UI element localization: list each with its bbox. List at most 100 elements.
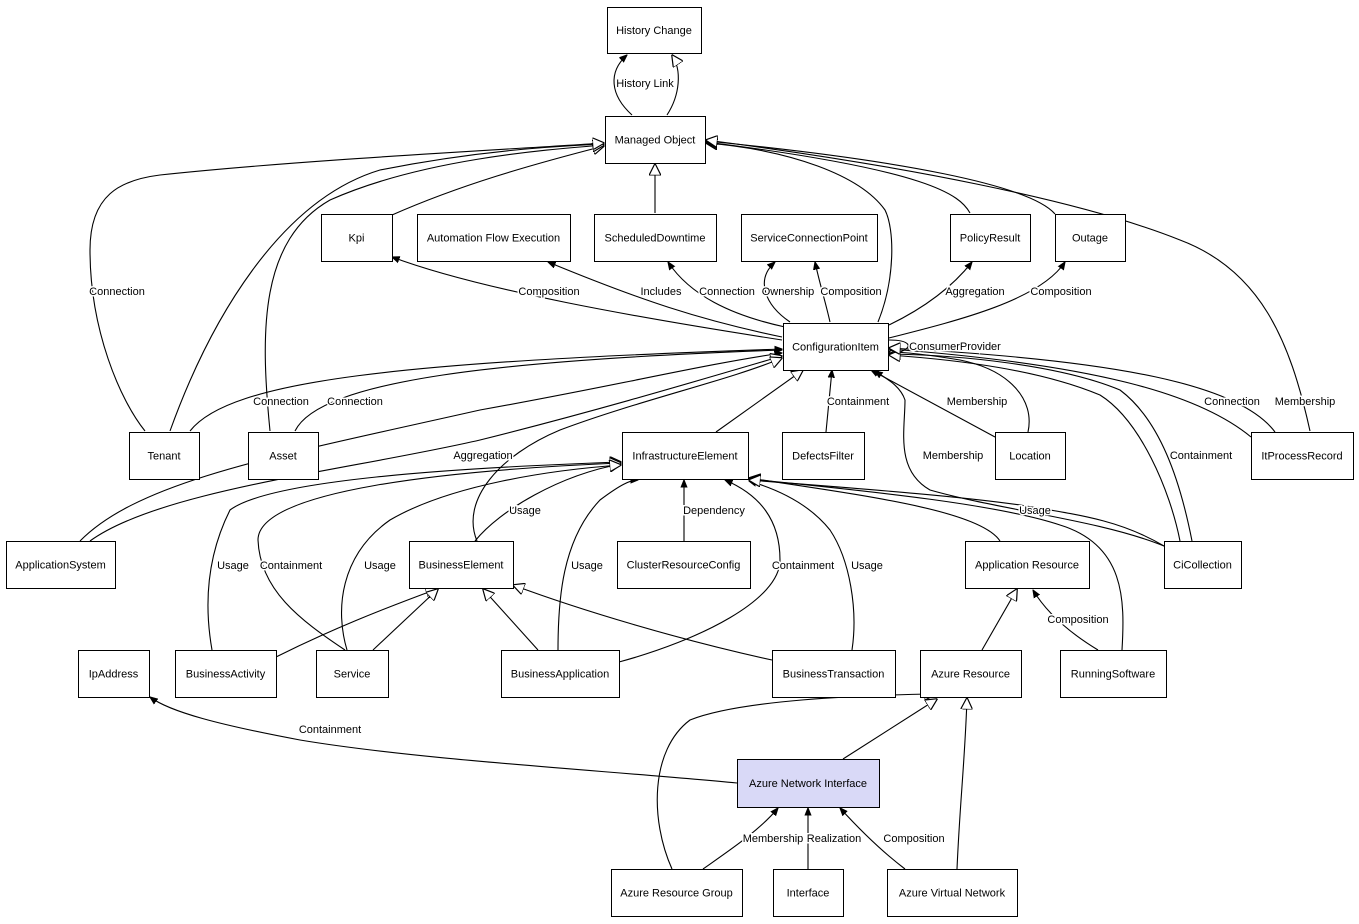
edge-e-itp-ci-conn xyxy=(889,349,1252,438)
node-label: IpAddress xyxy=(89,669,139,681)
node-configuration-item[interactable]: ConfigurationItem xyxy=(783,323,889,371)
node-application-system[interactable]: ApplicationSystem xyxy=(6,541,116,589)
node-box xyxy=(611,869,743,917)
edge-e-cic-ci-mem xyxy=(875,371,1165,547)
edge-line xyxy=(89,356,782,542)
edge-label: History Link xyxy=(616,78,674,90)
edge-label: Realization xyxy=(807,833,861,845)
edge-label: ConsumerProvider xyxy=(909,341,1001,353)
node-business-activity[interactable]: BusinessActivity xyxy=(175,650,277,698)
node-label: History Change xyxy=(616,25,692,37)
edge-line xyxy=(372,589,438,651)
edge-e-ci-pr xyxy=(888,262,972,326)
edge-e-ba-ie xyxy=(207,462,621,651)
edge-line xyxy=(888,262,972,326)
edge-line xyxy=(889,352,1030,433)
edge-label: Usage xyxy=(217,560,249,572)
edge-label: Membership xyxy=(1275,396,1336,408)
edge-e-rs-ar xyxy=(1033,590,1099,651)
edge-e-history-link xyxy=(613,55,633,116)
edge-e-tenant-inh xyxy=(169,144,604,432)
edge-line xyxy=(875,371,1165,547)
edge-line xyxy=(889,348,1276,433)
edge-line xyxy=(483,589,539,651)
node-policy-result[interactable]: PolicyResult xyxy=(950,214,1031,262)
node-tenant[interactable]: Tenant xyxy=(129,432,200,480)
node-azure-resource[interactable]: Azure Resource xyxy=(920,650,1022,698)
edge-e-asset-ci xyxy=(294,350,782,432)
edge-line xyxy=(889,354,1193,542)
node-business-element[interactable]: BusinessElement xyxy=(409,541,514,589)
edge-e-outage-inh xyxy=(706,141,1056,215)
edge-line xyxy=(706,141,1056,215)
edge-e-bt-be xyxy=(513,585,773,661)
node-history-change[interactable]: History Change xyxy=(607,7,702,54)
node-label: ConfigurationItem xyxy=(792,342,879,354)
edge-label: Usage xyxy=(851,560,883,572)
node-kpi[interactable]: Kpi xyxy=(321,214,393,262)
node-label: Outage xyxy=(1072,233,1108,245)
edge-e-bapp-be xyxy=(483,589,539,651)
node-location[interactable]: Location xyxy=(995,432,1066,480)
edge-line xyxy=(294,350,782,432)
node-infrastructure-element[interactable]: InfrastructureElement xyxy=(622,432,749,480)
node-asset[interactable]: Asset xyxy=(248,432,319,480)
node-service-connection-point[interactable]: ServiceConnectionPoint xyxy=(741,214,878,262)
node-interface[interactable]: Interface xyxy=(773,869,844,917)
node-box xyxy=(6,541,116,589)
node-box xyxy=(622,432,749,480)
node-box xyxy=(783,323,889,371)
node-box xyxy=(782,432,865,480)
node-ip-address[interactable]: IpAddress xyxy=(78,650,150,698)
edge-line xyxy=(89,143,604,432)
edge-label: Usage xyxy=(571,560,603,572)
edge-e-ci-kpi xyxy=(392,257,783,341)
node-business-application[interactable]: BusinessApplication xyxy=(501,650,620,698)
edge-label: Composition xyxy=(1030,286,1091,298)
edge-line xyxy=(264,145,604,432)
node-box xyxy=(965,541,1090,589)
node-outage[interactable]: Outage xyxy=(1055,214,1126,262)
node-defects-filter[interactable]: DefectsFilter xyxy=(782,432,865,480)
node-box xyxy=(887,869,1018,917)
edge-e-cic-ie xyxy=(749,480,1165,547)
node-service[interactable]: Service xyxy=(316,650,389,698)
node-ci-collection[interactable]: CiCollection xyxy=(1164,541,1242,589)
edge-line xyxy=(889,355,1181,542)
edge-label: Composition xyxy=(518,286,579,298)
edge-e-df-ci xyxy=(825,370,832,433)
edge-e-kpi-inh xyxy=(391,146,604,216)
node-box xyxy=(605,116,706,164)
edge-line xyxy=(1033,590,1099,651)
edge-e-tenant-conn-mo xyxy=(89,143,604,432)
edge-e-ci-inh xyxy=(706,143,893,323)
edge-line xyxy=(715,370,803,433)
edge-line xyxy=(189,349,782,432)
node-label: InfrastructureElement xyxy=(632,451,737,463)
edge-e-pr-inh xyxy=(706,142,971,214)
node-managed-object[interactable]: Managed Object xyxy=(605,116,706,164)
edge-line xyxy=(666,55,678,116)
edge-e-ie-ci-inh xyxy=(715,370,803,433)
edge-e-be-ci-inh xyxy=(472,358,782,542)
node-itprocess-record[interactable]: ItProcessRecord xyxy=(1251,432,1354,480)
node-cluster-resource-config[interactable]: ClusterResourceConfig xyxy=(617,541,751,589)
node-azure-virtual-network[interactable]: Azure Virtual Network xyxy=(887,869,1018,917)
node-automation-flow[interactable]: Automation Flow Execution xyxy=(417,214,571,262)
node-label: Azure Network Interface xyxy=(749,778,867,790)
node-label: RunningSoftware xyxy=(1071,669,1155,681)
node-application-resource[interactable]: Application Resource xyxy=(965,541,1090,589)
node-business-transaction[interactable]: BusinessTransaction xyxy=(772,650,896,698)
edge-line xyxy=(981,589,1017,651)
edge-line xyxy=(888,262,1065,339)
node-azure-network-interface[interactable]: Azure Network Interface xyxy=(737,759,880,808)
edge-line xyxy=(150,697,738,784)
node-azure-resource-group[interactable]: Azure Resource Group xyxy=(611,869,743,917)
node-running-software[interactable]: RunningSoftware xyxy=(1060,650,1167,698)
edge-e-ci-scp-comp xyxy=(815,262,831,323)
node-scheduled-downtime[interactable]: ScheduledDowntime xyxy=(594,214,717,262)
node-box xyxy=(1060,650,1167,698)
edge-e-appsys-inh xyxy=(89,356,782,542)
edge-label: Composition xyxy=(1047,614,1108,626)
